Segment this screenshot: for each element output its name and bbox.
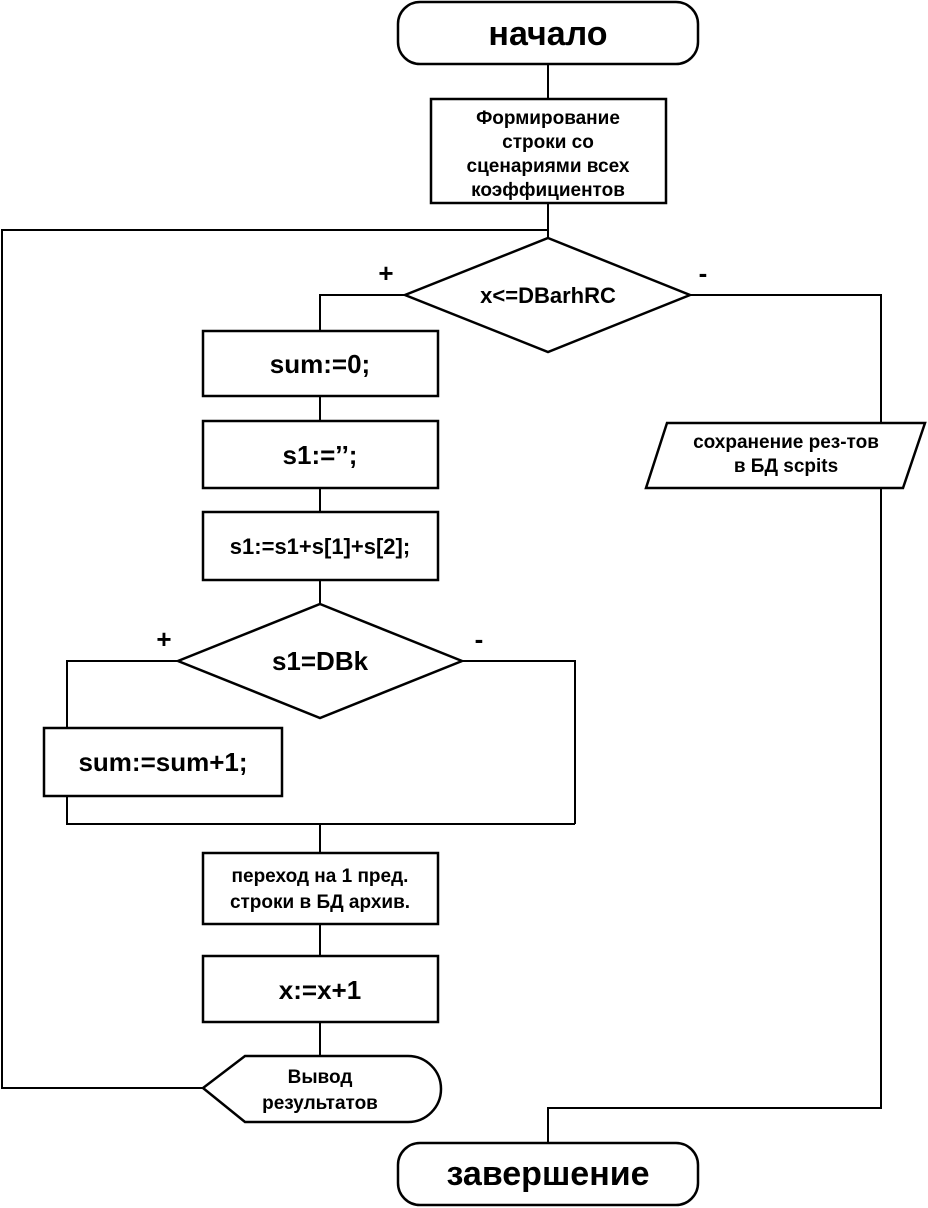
loop-condition-label: x<=DBarhRC <box>480 283 616 308</box>
end-label: завершение <box>446 1155 649 1193</box>
start-label: начало <box>488 15 607 53</box>
connectors <box>1 64 882 1143</box>
display-line-1: Вывод <box>288 1067 353 1088</box>
move-prev-box <box>201 851 440 926</box>
match-condition-diamond <box>174 602 466 720</box>
init-line-2: строки со <box>502 132 594 153</box>
init-process-box <box>429 97 668 205</box>
display-line-2: результатов <box>262 1093 378 1114</box>
end-terminator <box>396 1141 700 1207</box>
move-prev-line-2: строки в БД архив. <box>230 892 410 913</box>
match-condition-label: s1=DBk <box>272 646 369 676</box>
s1-concat-box <box>201 510 440 582</box>
sum-init-label: sum:=0; <box>270 349 370 379</box>
x-increment-box <box>201 954 440 1024</box>
s1-init-label: s1:=’’; <box>283 440 358 470</box>
init-line-4: коэффициентов <box>471 180 625 201</box>
sum-increment-box <box>42 726 284 798</box>
match-no-label: - <box>475 624 484 654</box>
sum-increment-label: sum:=sum+1; <box>78 747 247 777</box>
save-line-2: в БД scpits <box>734 456 838 477</box>
loop-condition-diamond <box>401 236 694 354</box>
move-prev-line-1: переход на 1 пред. <box>232 866 409 887</box>
init-line-3: сценариями всех <box>467 156 630 177</box>
save-results-parallelogram <box>644 421 927 490</box>
s1-init-box <box>201 419 440 490</box>
sum-init-box <box>201 329 440 398</box>
start-terminator <box>396 0 700 66</box>
match-yes-label: + <box>156 624 171 654</box>
init-line-1: Формирование <box>476 108 620 129</box>
x-increment-label: x:=x+1 <box>279 975 361 1005</box>
display-results-shape <box>200 1054 443 1124</box>
s1-concat-label: s1:=s1+s[1]+s[2]; <box>230 534 410 559</box>
loop-yes-label: + <box>378 258 393 288</box>
save-line-1: сохранение рез-тов <box>693 432 879 453</box>
loop-no-label: - <box>699 258 708 288</box>
